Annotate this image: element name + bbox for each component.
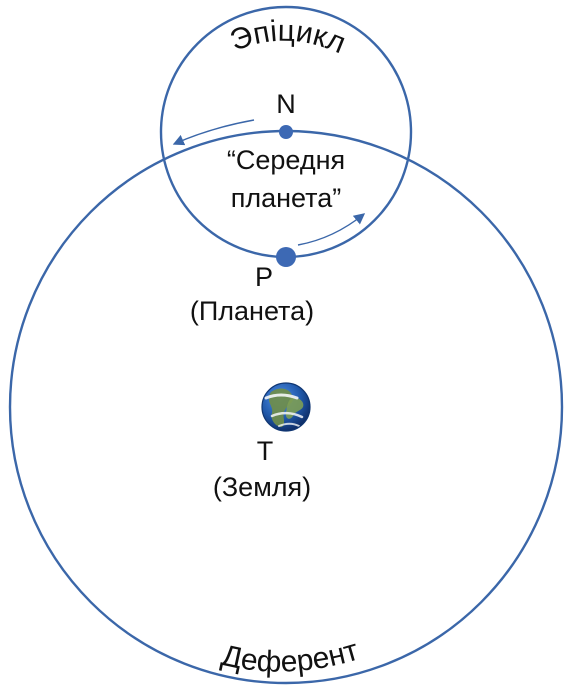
mean-planet-label-line2: планета” [231,183,342,213]
deferent-label: Деферент [218,634,362,679]
point-t-label: T [257,436,274,466]
motion-arrow-right [298,214,364,245]
point-p-label: P [255,262,273,292]
earth-label: (Земля) [213,472,311,502]
point-n-label: N [276,89,296,119]
point-n-marker [279,125,293,139]
point-p-marker [276,247,296,267]
planet-label: (Планета) [190,296,314,326]
earth-globe-icon [262,383,310,431]
epicycle-label: Эпіцикл [226,15,350,61]
mean-planet-label-line1: “Середня [227,145,345,175]
